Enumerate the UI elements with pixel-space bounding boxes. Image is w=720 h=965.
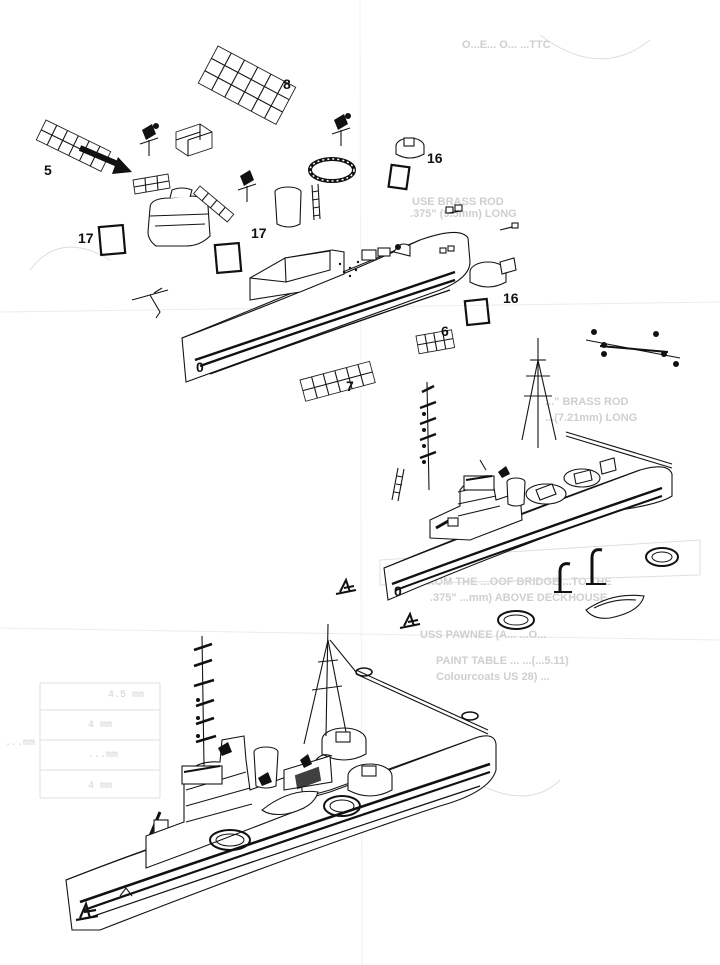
hull-number: 0 xyxy=(394,583,402,599)
lifering-icon xyxy=(645,547,679,567)
boom-part xyxy=(131,287,169,319)
bleed-text: 4.5 mm xyxy=(108,690,144,701)
small-boat-part xyxy=(585,594,645,619)
part-label-17: 17 xyxy=(251,225,267,241)
part-6-railing xyxy=(415,329,456,355)
bleed-text: O...E... O... ...TTC xyxy=(462,39,551,51)
part-label-8: 8 xyxy=(283,76,291,92)
searchlight-icon xyxy=(139,123,159,156)
bleed-text: ..." BRASS ROD xyxy=(545,396,629,408)
part-label-5: 5 xyxy=(44,162,52,178)
part-7-railing xyxy=(299,360,376,402)
part-label-16: 16 xyxy=(503,290,519,306)
bleed-text: USE BRASS ROD xyxy=(412,196,504,208)
bleed-text: 4 mm xyxy=(88,781,112,792)
part-label-16: 16 xyxy=(427,150,443,166)
frame-part xyxy=(463,297,491,327)
lifering-icon xyxy=(497,610,535,630)
searchlight-icon xyxy=(237,170,257,202)
oval-railing-ring xyxy=(308,157,356,183)
chock-icon xyxy=(119,887,133,897)
gun-tub-part xyxy=(469,257,517,288)
gun-tub-part xyxy=(395,137,425,159)
mast-part xyxy=(419,381,437,491)
bridge-structure xyxy=(147,187,211,247)
small-fitting xyxy=(445,204,463,214)
bridge-railing-piece xyxy=(132,173,171,195)
box-railing-piece xyxy=(175,123,213,157)
arrow-icon xyxy=(78,145,132,174)
frame-part-17 xyxy=(97,223,127,257)
ladder-part xyxy=(391,467,405,502)
frame-part-17 xyxy=(213,241,243,275)
towing-bar-detail xyxy=(585,329,681,367)
funnel-part xyxy=(274,186,302,228)
frame-part xyxy=(387,163,411,191)
bleed-text: ...(7.21mm) LONG xyxy=(545,412,637,424)
ladder-part xyxy=(311,183,321,221)
top-hull xyxy=(181,231,471,383)
anchor-icon xyxy=(75,900,99,922)
hull-number: 0 xyxy=(196,359,204,375)
part-label-6: 6 xyxy=(441,323,449,339)
bleed-text: 4 mm xyxy=(88,720,112,731)
davit-icon xyxy=(554,548,606,593)
bleed-text: .375" (9.5mm) LONG xyxy=(410,208,517,220)
tripod-mast xyxy=(521,338,557,448)
middle-hull xyxy=(383,431,673,601)
bleed-through-layer: O...E... O... ...TTC USE BRASS ROD .375"… xyxy=(5,34,701,799)
small-fitting xyxy=(499,222,519,231)
bleed-text: PAINT TABLE ... ...(...5.11) xyxy=(436,655,569,667)
part-label-17: 17 xyxy=(78,230,94,246)
bleed-text: Colourcoats US 28) ... xyxy=(436,671,550,683)
part-8-railing xyxy=(197,45,297,126)
bleed-text: FROM THE ...OOF BRIDGE ...TO THE xyxy=(420,576,612,588)
diagonal-railing xyxy=(192,185,235,223)
bottom-hull xyxy=(65,623,497,931)
bleed-text: .375" ...mm) ABOVE DECKHOUSE xyxy=(430,592,607,604)
anchor-icon xyxy=(399,611,421,629)
bleed-text: ...mm xyxy=(5,738,35,749)
bleed-text: USS PAWNEE (A... ...O... xyxy=(420,629,546,641)
bleed-text: ...mm xyxy=(88,750,118,761)
part-label-7: 7 xyxy=(346,378,354,394)
anchor-icon xyxy=(335,577,357,595)
searchlight-icon xyxy=(331,113,351,146)
